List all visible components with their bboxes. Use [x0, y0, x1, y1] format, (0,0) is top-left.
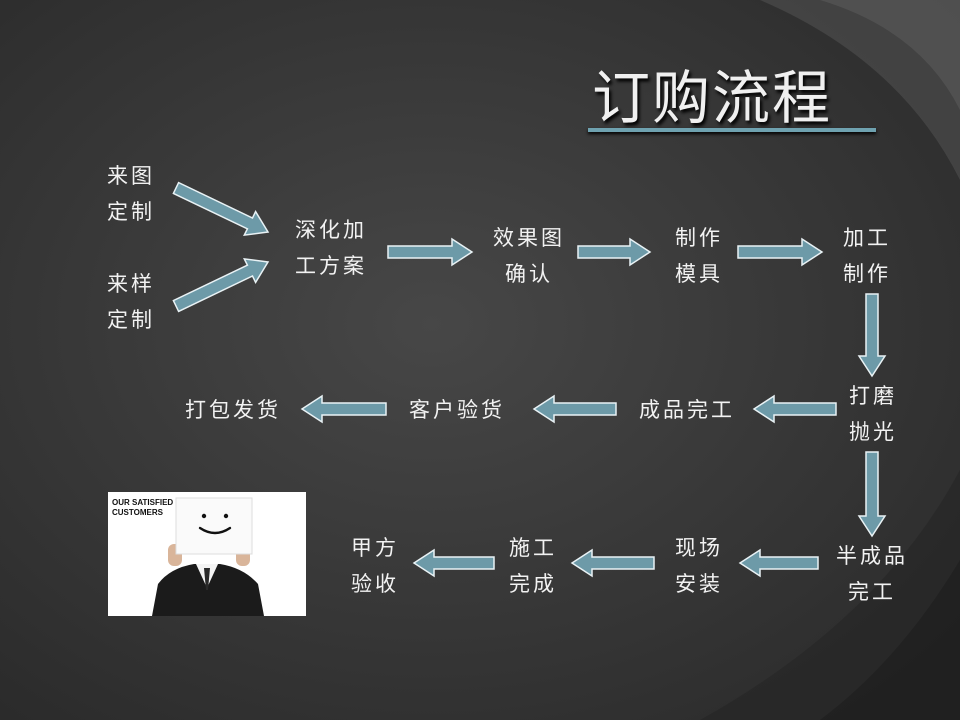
- node-product-done: 成品完工: [639, 398, 735, 422]
- node-make-mold: 制作模具: [675, 226, 723, 286]
- node-customer-inspect: 客户验货: [409, 398, 505, 422]
- node-pack-ship: 打包发货: [185, 398, 281, 422]
- arrow-plan-to-render: [387, 237, 474, 267]
- arrow-product-to-inspect: [532, 394, 617, 424]
- arrow-install-to-construction: [570, 548, 655, 578]
- arrow-render-to-mold: [577, 237, 652, 267]
- smiley-face-icon: [198, 513, 232, 535]
- arrow-inspect-to-ship: [300, 394, 387, 424]
- person-with-smiley-sign-image: [152, 497, 264, 616]
- node-site-install: 现场安装: [675, 536, 723, 596]
- node-processing: 加工制作: [843, 226, 891, 286]
- node-deepen-plan: 深化加工方案: [295, 218, 367, 278]
- customer-photo: OUR SATISFIED CUSTOMERS: [108, 492, 306, 616]
- node-custom-drawing: 来图定制: [107, 164, 155, 224]
- node-render-confirm: 效果图确认: [493, 226, 565, 286]
- node-construction-done: 施工完成: [509, 536, 557, 596]
- arrow-construction-to-accept: [412, 548, 495, 578]
- arrow-polishing-to-semi: [857, 451, 887, 538]
- page-title: 订购流程: [592, 64, 833, 132]
- arrow-semi-to-install: [738, 548, 819, 578]
- photo-caption: OUR SATISFIED CUSTOMERS: [112, 498, 174, 517]
- arrow-sample-to-plan: [172, 257, 270, 313]
- node-custom-sample: 来样定制: [107, 272, 155, 332]
- title-underline: [588, 128, 876, 132]
- node-client-accept: 甲方验收: [351, 536, 399, 596]
- arrow-drawing-to-plan: [172, 181, 270, 237]
- arrow-processing-to-polishing: [857, 293, 887, 378]
- node-polishing: 打磨抛光: [849, 384, 897, 444]
- arrow-mold-to-processing: [737, 237, 824, 267]
- node-semi-done: 半成品完工: [836, 544, 908, 604]
- arrow-polishing-to-product: [752, 394, 837, 424]
